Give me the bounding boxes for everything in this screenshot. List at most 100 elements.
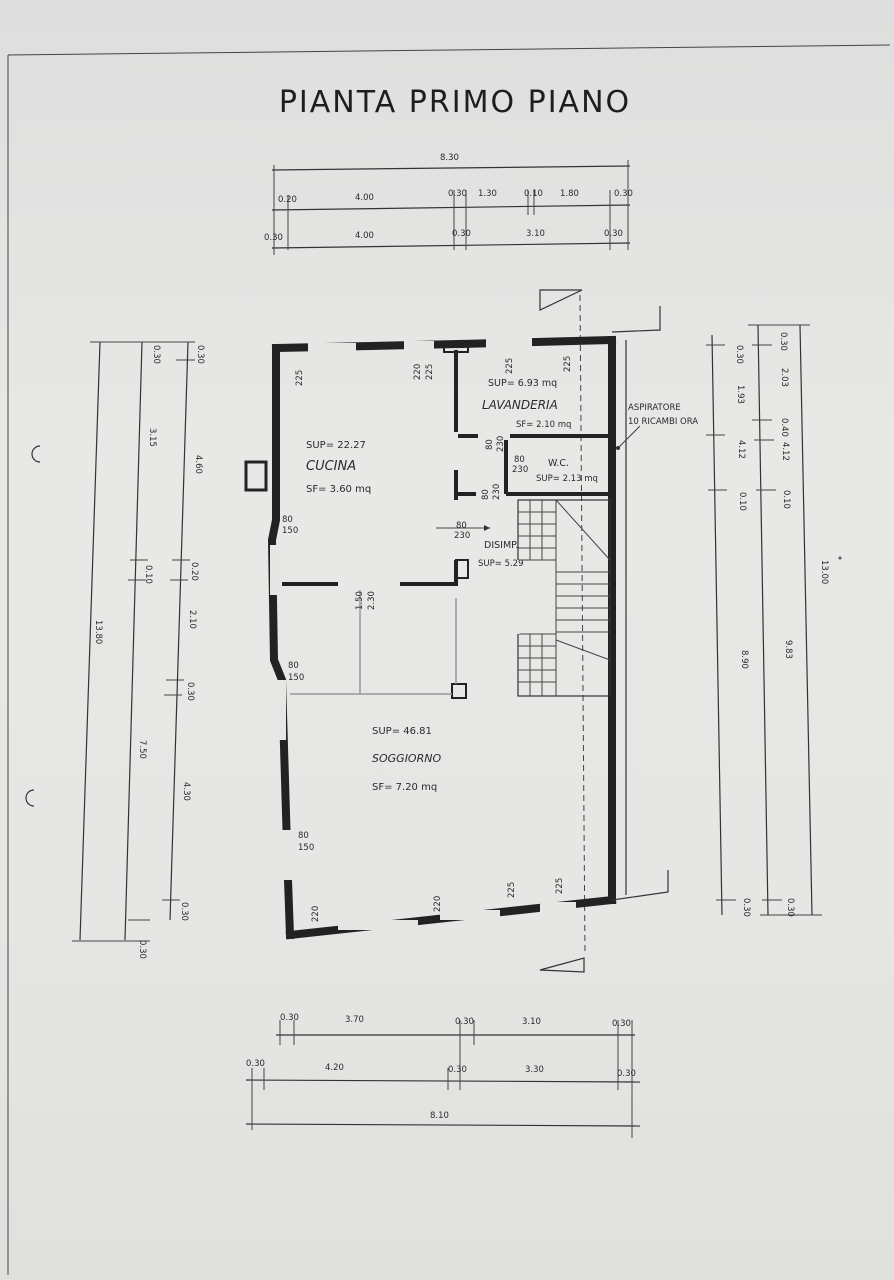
left-dim-inner-1: 4.60 xyxy=(193,455,203,474)
section-line xyxy=(539,289,586,973)
op-lav-2: 230 xyxy=(496,436,506,452)
room-soggiorno: SUP= 46.81 SOGGIORNO SF= 7.20 mq xyxy=(372,726,441,793)
left-dim-inner-3: 2.10 xyxy=(187,610,197,629)
window-bottom-3 xyxy=(540,902,576,912)
left-dim-outer-1: 0.30 xyxy=(137,940,147,959)
disimp-name: DISIMP. xyxy=(484,540,518,551)
chimney-flue xyxy=(244,460,268,492)
op-w4: 225 xyxy=(505,358,515,374)
room-disimp: DISIMP. SUP= 5.29 xyxy=(478,540,524,569)
right-dim-mid-5: 9.83 xyxy=(783,640,793,659)
op-lav-1: 80 xyxy=(485,439,495,450)
bottom-dim-r2-3: 3.30 xyxy=(525,1065,544,1075)
op-arch-1: 1.50 xyxy=(355,591,365,610)
aspiratore-line2: 10 RICAMBI ORA xyxy=(628,417,698,427)
top-dim-r1-1: 4.00 xyxy=(355,193,374,203)
right-dim-mid-6: 0.30 xyxy=(785,898,795,917)
room-wc: W.C. SUP= 2.13 mq xyxy=(536,458,598,484)
op-wl3-2: 150 xyxy=(298,843,314,853)
op-wb2: 220 xyxy=(433,896,443,912)
neighbour-wall-bottom xyxy=(611,870,669,901)
right-dim-mid-3: 4.12 xyxy=(780,442,790,461)
room-cucina: SUP= 22.27 CUCINA SF= 3.60 mq xyxy=(306,440,371,495)
binder-hole-bottom xyxy=(25,789,35,807)
top-dim-r1-0: 0.20 xyxy=(278,195,297,205)
top-dim-r2-3: 3.10 xyxy=(526,229,545,239)
op-w5: 225 xyxy=(563,356,573,372)
window-cucina-top-1 xyxy=(308,343,356,353)
op-wb1: 220 xyxy=(311,906,321,922)
right-dim-inner-1: 1.93 xyxy=(735,385,745,404)
right-dim-mid-0: 0.30 xyxy=(778,332,788,351)
op-wl2-1: 80 xyxy=(288,661,299,671)
walls xyxy=(244,306,669,940)
left-dim-mid-1: 3.15 xyxy=(147,428,157,447)
soggiorno-name: SOGGIORNO xyxy=(372,752,441,765)
left-dim-mid-2: 0.10 xyxy=(143,565,153,584)
op-wc-1: 80 xyxy=(514,455,525,465)
op-wl3-1: 80 xyxy=(298,831,309,841)
left-dimensions: 13.80 0.30 0.30 3.15 0.10 7.50 0.30 4.60… xyxy=(72,341,205,959)
lavanderia-sup: SUP= 6.93 mq xyxy=(488,378,557,389)
wall-top-right xyxy=(455,335,617,349)
binder-hole-top xyxy=(31,445,41,463)
aspiratore-note: ASPIRATORE 10 RICAMBI ORA xyxy=(616,403,698,450)
neighbour-wall-top xyxy=(611,306,661,333)
left-dim-inner-6: 0.30 xyxy=(179,902,189,921)
bottom-dim-r2-1: 4.20 xyxy=(325,1063,344,1073)
top-dim-r1-5: 1.80 xyxy=(560,189,579,199)
bottom-dim-r2-2: 0.30 xyxy=(448,1065,467,1075)
top-dim-r1-6: 0.30 xyxy=(614,189,633,199)
right-dim-inner-3: 0.10 xyxy=(737,492,747,511)
op-wb4: 225 xyxy=(555,878,565,894)
window-left-3 xyxy=(282,830,292,880)
door-disimp-arrowhead xyxy=(484,525,490,531)
aspiratore-point xyxy=(616,446,620,450)
left-dim-outer-0: 13.80 xyxy=(93,620,103,644)
left-dim-inner-0: 0.30 xyxy=(195,345,205,364)
aspiratore-line1: ASPIRATORE xyxy=(628,403,681,413)
op-w1: 225 xyxy=(295,370,305,386)
column-disimp xyxy=(455,559,469,579)
op-w2: 220 xyxy=(413,364,423,380)
left-dim-inner-5: 4.30 xyxy=(181,782,191,801)
op-dis-2: 230 xyxy=(454,531,470,541)
bottom-total-dim: 8.10 xyxy=(430,1111,449,1121)
stray-mark xyxy=(838,556,842,560)
bottom-dim-r2-4: 0.30 xyxy=(617,1069,636,1079)
right-dimensions: 0.30 1.93 4.12 0.10 8.90 0.30 0.30 2.03 … xyxy=(706,324,829,917)
right-dim-inner-5: 0.30 xyxy=(741,898,751,917)
top-dim-r1-2: 0.30 xyxy=(448,189,467,199)
bottom-dim-r1-4: 0.30 xyxy=(612,1019,631,1029)
bottom-dim-r1-0: 0.30 xyxy=(280,1013,299,1023)
right-dim-inner-4: 8.90 xyxy=(739,650,749,669)
lavanderia-sf: SF= 2.10 mq xyxy=(516,420,571,430)
cucina-sup: SUP= 22.27 xyxy=(306,440,366,451)
opening-labels: 225 220 225 225 225 80 230 80 230 80 230… xyxy=(282,356,573,922)
lavanderia-name: LAVANDERIA xyxy=(482,398,558,412)
disimp-sup: SUP= 5.29 xyxy=(478,559,524,569)
left-dim-inner-2: 0.20 xyxy=(189,562,199,581)
left-dim-mid-3: 7.50 xyxy=(137,740,147,759)
left-dim-inner-4: 0.30 xyxy=(185,682,195,701)
op-wb3: 225 xyxy=(507,882,517,898)
bottom-dim-r2-0: 0.30 xyxy=(246,1059,265,1069)
op-arch-2: 2.30 xyxy=(367,591,377,610)
top-dimensions: 8.30 0.20 4.00 0.30 1.30 0.10 1.80 0.30 … xyxy=(264,153,633,255)
soggiorno-sup: SUP= 46.81 xyxy=(372,726,432,737)
top-dim-r1-4: 0.10 xyxy=(524,189,543,199)
op-wc2-2: 230 xyxy=(492,484,502,500)
top-dim-r2-2: 0.30 xyxy=(452,229,471,239)
right-dim-outer-0: 13.00 xyxy=(819,560,829,584)
right-dim-mid-2: 0.40 xyxy=(779,418,789,437)
top-total-dim: 8.30 xyxy=(440,153,459,163)
bottom-dim-r1-3: 3.10 xyxy=(522,1017,541,1027)
staircase xyxy=(516,499,611,697)
right-dim-mid-1: 2.03 xyxy=(779,368,789,387)
right-dim-mid-4: 0.10 xyxy=(781,490,791,509)
cucina-sf: SF= 3.60 mq xyxy=(306,484,371,495)
op-dis-1: 80 xyxy=(456,521,467,531)
window-cucina-top-2 xyxy=(404,341,434,351)
